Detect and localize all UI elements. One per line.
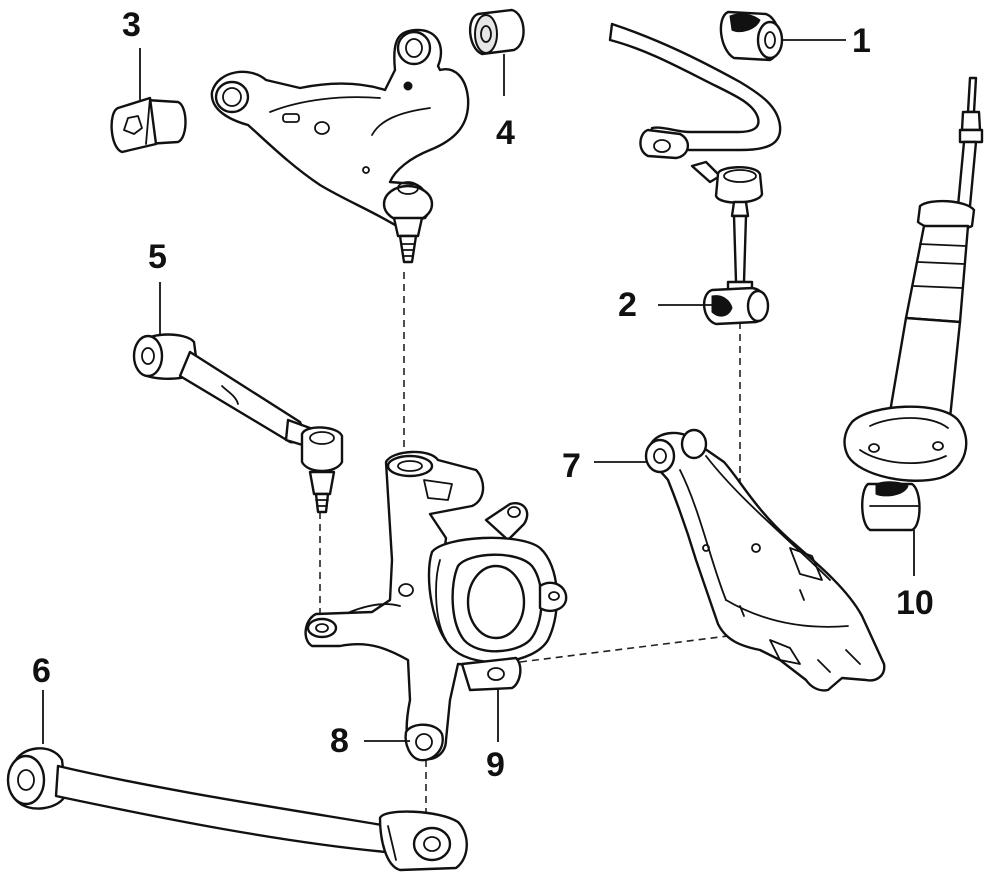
- bushing-2: [703, 286, 770, 326]
- upper-control-arm: [210, 28, 470, 264]
- bushing-10: [861, 481, 921, 532]
- callout-label-2: 2: [618, 286, 637, 324]
- lateral-arm-6: [6, 747, 468, 872]
- callout-label-3: 3: [122, 6, 141, 44]
- lateral-arm-5: [132, 333, 344, 514]
- stabilizer-link: [690, 160, 764, 292]
- shock-absorber-strut: [843, 76, 984, 482]
- callout-label-10: 10: [896, 584, 934, 622]
- callout-leader-lines: [42, 39, 915, 744]
- callout-label-8: 8: [330, 722, 349, 760]
- lower-control-arm: [644, 428, 886, 692]
- callout-label-1: 1: [852, 22, 871, 60]
- callout-label-5: 5: [148, 238, 167, 276]
- callout-label-6: 6: [32, 652, 51, 690]
- callout-label-7: 7: [562, 447, 581, 485]
- callout-label-9: 9: [486, 746, 505, 784]
- bushing-1: [719, 10, 784, 62]
- stabilizer-bar: [608, 22, 782, 160]
- callout-label-4: 4: [496, 114, 515, 152]
- steering-knuckle: [304, 450, 568, 762]
- bushing-4: [469, 8, 525, 56]
- bushing-3: [110, 96, 187, 154]
